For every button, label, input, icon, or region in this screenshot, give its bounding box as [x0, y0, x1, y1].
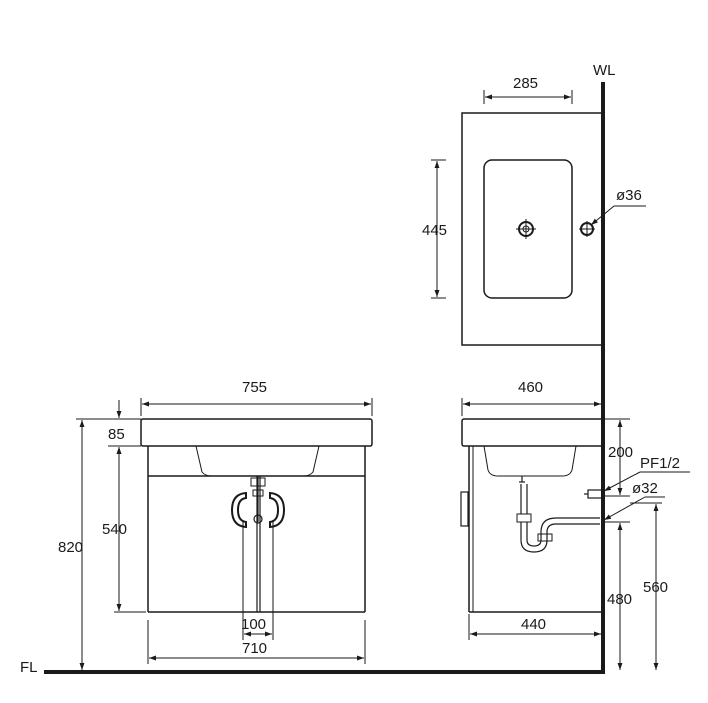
side-countertop — [461, 418, 604, 447]
countertop-outline — [461, 112, 604, 346]
outlet-leader — [603, 496, 665, 521]
overall-depth-value: 460 — [518, 379, 543, 396]
outlet-diameter-value: ø32 — [632, 480, 658, 497]
dim-540 — [114, 447, 146, 613]
door-handle-right — [269, 491, 286, 529]
handle-spacing-value: 100 — [241, 616, 266, 633]
dim-440 — [468, 614, 601, 640]
basin-bowl-outline — [483, 159, 573, 299]
inlet-leader — [603, 471, 690, 492]
side-view — [460, 398, 690, 670]
basin-width-value: 445 — [422, 222, 447, 239]
dim-560 — [630, 502, 662, 670]
overall-height-value: 820 — [58, 539, 83, 556]
dim-820 — [76, 418, 108, 670]
front-countertop — [140, 418, 373, 447]
inlet-connection-value: PF1/2 — [640, 455, 680, 472]
floor-label: FL — [20, 659, 38, 676]
cabinet-height-value: 540 — [102, 521, 127, 538]
overall-width-value: 755 — [242, 379, 267, 396]
cabinet-width-value: 710 — [242, 640, 267, 657]
cabinet-depth-value: 440 — [521, 616, 546, 633]
wall-label: WL — [593, 62, 616, 79]
door-handle-left — [230, 491, 247, 529]
dim-285 — [483, 90, 573, 104]
outlet-height-value: 480 — [607, 591, 632, 608]
wall-floor-lines — [44, 82, 605, 674]
top-view — [431, 90, 646, 346]
front-siphon — [250, 476, 266, 524]
dim-755 — [140, 398, 373, 416]
dim-460 — [461, 398, 601, 416]
side-inlet-valve — [584, 489, 603, 499]
inlet-height-value: 560 — [643, 579, 668, 596]
top-to-outlet-value: 200 — [608, 444, 633, 461]
drain-hole-symbol — [516, 219, 536, 239]
side-basin-bowl — [483, 445, 577, 477]
tap-hole-symbol — [579, 221, 595, 237]
dim-100 — [242, 612, 274, 640]
dim-445 — [431, 159, 446, 299]
side-siphon — [516, 476, 600, 553]
basin-depth-value: 285 — [513, 75, 538, 92]
cabinet-doors — [242, 476, 274, 612]
side-door-handle — [460, 491, 469, 527]
front-basin-bowl — [195, 445, 320, 477]
dim-480 — [605, 521, 630, 670]
front-view — [76, 398, 373, 670]
tap-hole-value: ø36 — [616, 187, 642, 204]
dim-710 — [147, 620, 366, 664]
top-thickness-value: 85 — [108, 426, 125, 443]
tap-hole-leader — [590, 205, 646, 226]
